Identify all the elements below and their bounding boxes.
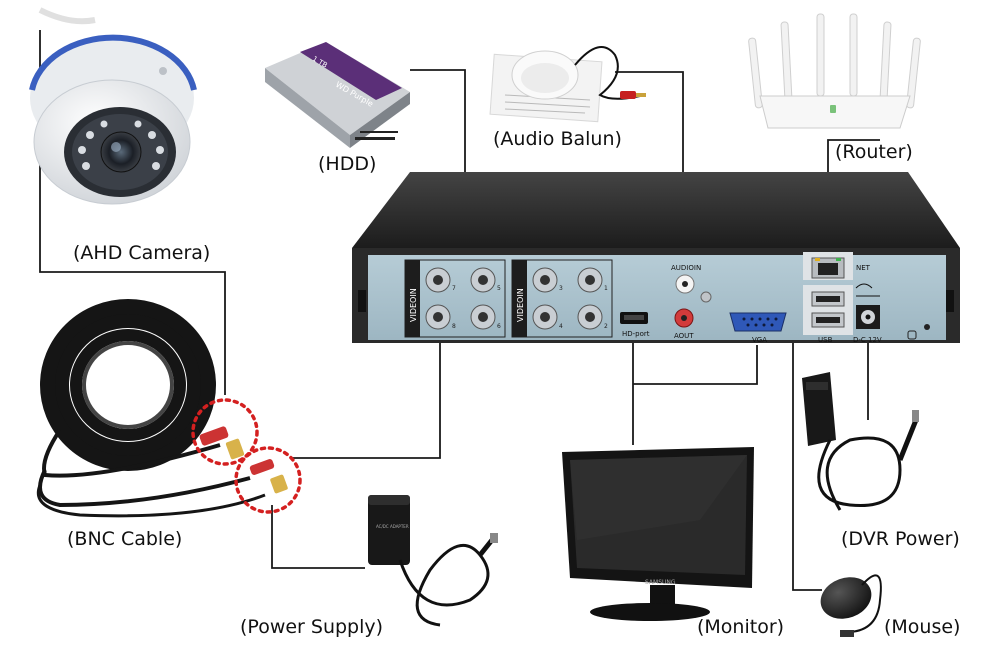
dvr-recorder: VIDEOIN 7 5 8 6 VIDEOIN 3 1 4 2 xyxy=(352,172,960,344)
ahd-camera-image xyxy=(29,7,197,205)
hdd-image: WD Purple 1 TB xyxy=(265,42,410,148)
power-supply-label: (Power Supply) xyxy=(240,616,383,638)
vga-port[interactable] xyxy=(729,312,787,332)
bnc-port[interactable] xyxy=(532,304,558,330)
bnc-to-dvr-line xyxy=(290,335,441,459)
mouse-image xyxy=(820,574,882,637)
audio-balun-label: (Audio Balun) xyxy=(493,128,622,150)
bnc-port[interactable] xyxy=(470,267,496,293)
bnc-number: 2 xyxy=(604,323,608,330)
bnc-number: 6 xyxy=(497,323,501,330)
usb-port[interactable] xyxy=(811,312,845,328)
vga-port-label: VGA xyxy=(752,336,767,344)
bnc-port[interactable] xyxy=(577,304,603,330)
bnc-port[interactable] xyxy=(425,267,451,293)
audio-in-label: AUDIOIN xyxy=(671,264,701,272)
hdmi-port[interactable] xyxy=(620,312,648,324)
usb-port[interactable] xyxy=(811,291,845,307)
bnc-connectors xyxy=(199,426,288,494)
dc-polarity-icon xyxy=(855,283,880,297)
video-in-block-b: VIDEOIN 3 1 4 2 xyxy=(511,259,613,338)
audio-balun-image xyxy=(489,46,646,123)
audio-out-port[interactable] xyxy=(674,308,694,328)
bnc-number: 8 xyxy=(452,323,456,330)
video-in-label-a: VIDEOIN xyxy=(409,288,418,322)
bnc-number: 3 xyxy=(559,285,563,292)
router-image xyxy=(748,13,921,129)
bnc-port[interactable] xyxy=(532,267,558,293)
bnc-port[interactable] xyxy=(470,304,496,330)
bnc-cable-image xyxy=(37,299,266,518)
audio-out-label: AOUT xyxy=(674,332,694,340)
ground-screw xyxy=(700,291,712,303)
hdmi-port-label: HD-port xyxy=(622,330,650,338)
reset-button[interactable] xyxy=(924,324,930,330)
net-label: NET xyxy=(856,264,871,272)
rear-vent-icon xyxy=(907,330,917,340)
mouse-label: (Mouse) xyxy=(884,616,960,638)
hdd-connector-line xyxy=(410,69,466,192)
bnc-number: 1 xyxy=(604,285,608,292)
adapter-text: AC/DC ADAPTER xyxy=(376,524,409,529)
monitor-label: (Monitor) xyxy=(697,616,784,638)
monitor-brand-text: SAMSUNG xyxy=(645,579,676,586)
hdd-label: (HDD) xyxy=(318,153,376,175)
highlight-circle xyxy=(234,446,302,514)
dc-power-label: D-C 12V xyxy=(853,336,882,344)
bnc-port[interactable] xyxy=(425,304,451,330)
highlight-circle xyxy=(191,398,259,466)
bnc-port[interactable] xyxy=(577,267,603,293)
bnc-number: 5 xyxy=(497,285,501,292)
bnc-number: 4 xyxy=(559,323,563,330)
audio-in-port[interactable] xyxy=(675,274,695,294)
bnc-number: 7 xyxy=(452,285,456,292)
bnc-cable-label: (BNC Cable) xyxy=(67,528,182,550)
dc-power-port[interactable] xyxy=(856,305,880,329)
usb-label: USB xyxy=(818,336,833,344)
dvr-power-label: (DVR Power) xyxy=(841,528,960,550)
monitor-vga-line xyxy=(633,345,758,385)
monitor-image: SAMSUNG xyxy=(562,447,754,621)
router-label: (Router) xyxy=(835,141,913,163)
ethernet-port[interactable] xyxy=(811,257,845,279)
video-in-label-b: VIDEOIN xyxy=(516,288,525,322)
video-in-block-a: VIDEOIN 7 5 8 6 xyxy=(404,259,506,338)
ahd-camera-label: (AHD Camera) xyxy=(73,242,210,264)
power-supply-image: AC/DC ADAPTER xyxy=(368,495,498,627)
dvr-power-image xyxy=(802,372,919,511)
power-supply-line xyxy=(271,505,365,569)
dvr-top-cover xyxy=(352,172,960,248)
